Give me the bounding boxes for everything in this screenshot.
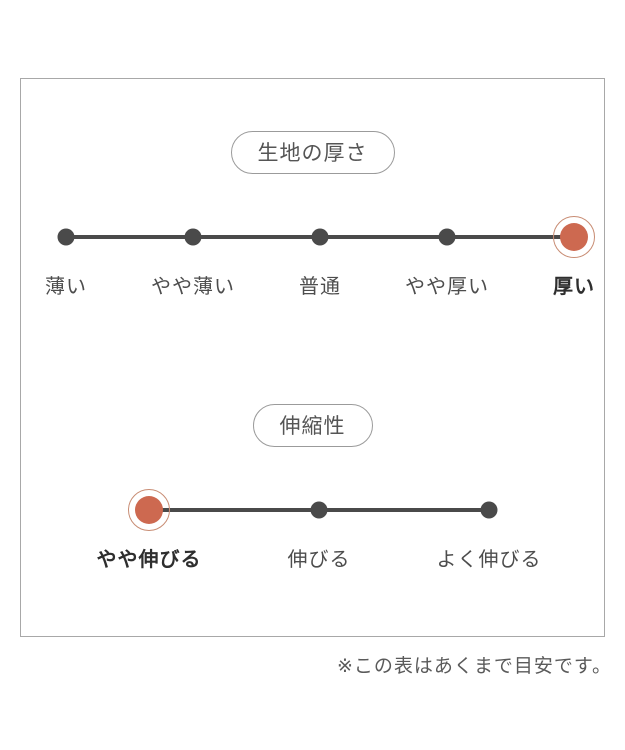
scale-title-pill: 生地の厚さ — [230, 131, 395, 174]
selected-marker-dot — [553, 216, 595, 258]
option-label: やや厚い — [405, 274, 489, 298]
scale-title: 生地の厚さ — [257, 141, 368, 165]
attribute-chart-box: 生地の厚さ 薄い やや薄い 普通 やや厚い 厚い 伸縮性 やや伸びる 伸びる よく伸びる — [20, 78, 605, 637]
selected-marker-ring — [553, 216, 595, 258]
scale-dot — [311, 228, 329, 246]
option-label: よく伸びる — [436, 547, 542, 571]
scale-labels-row: やや伸びる 伸びる よく伸びる — [97, 544, 541, 574]
scale-dot — [57, 228, 75, 246]
option-label-selected: 厚い — [553, 274, 595, 298]
option-label-selected: やや伸びる — [96, 547, 202, 571]
option-label: 伸びる — [287, 547, 351, 571]
scale-dot — [184, 228, 202, 246]
scale-section: 生地の厚さ 薄い やや薄い 普通 やや厚い 厚い — [21, 131, 604, 321]
scale-title: 伸縮性 — [279, 414, 346, 438]
scale-section: 伸縮性 やや伸びる 伸びる よく伸びる — [21, 404, 604, 594]
scale-dot — [480, 501, 498, 519]
scale-dot — [310, 501, 328, 519]
scale-dot — [438, 228, 456, 246]
selected-marker-dot — [128, 489, 170, 531]
footnote-text: ※この表はあくまで目安です。 — [336, 655, 612, 677]
scale-labels-row: 薄い やや薄い 普通 やや厚い 厚い — [45, 271, 594, 301]
option-label: 薄い — [45, 274, 87, 298]
selected-marker-ring — [128, 489, 170, 531]
option-label: 普通 — [299, 274, 341, 298]
option-label: やや薄い — [151, 274, 235, 298]
scale-title-pill: 伸縮性 — [252, 404, 373, 447]
